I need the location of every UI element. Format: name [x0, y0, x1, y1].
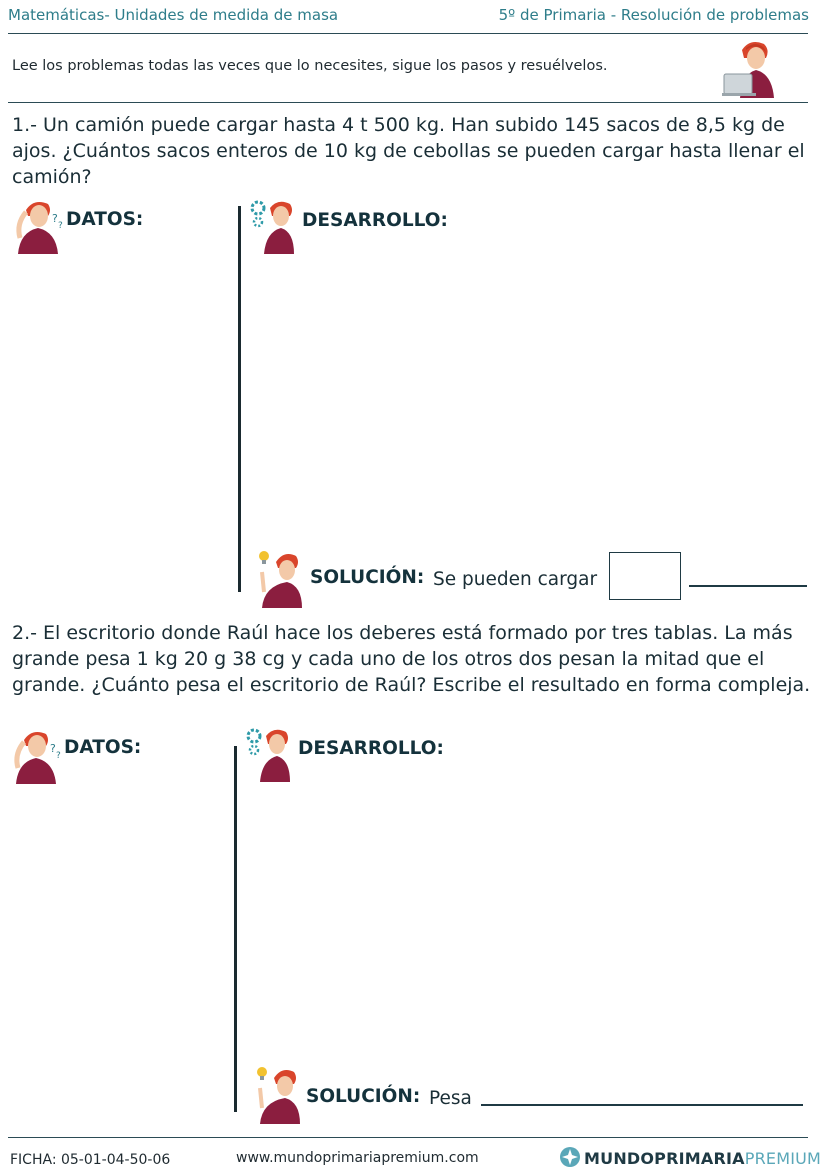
problem-2-solucion-text: Pesa [429, 1088, 472, 1109]
problem-2-divider [234, 746, 237, 1112]
gears-boy-icon [250, 200, 294, 254]
problem-1-datos-label: DATOS: [66, 209, 144, 230]
instructions: Lee los problemas todas las veces que lo… [12, 58, 608, 74]
idea-boy-icon [257, 1067, 300, 1124]
instructions-rule [8, 102, 808, 103]
problem-1-answer-box[interactable] [609, 552, 681, 600]
problem-2-desarrollo-label: DESARROLLO: [298, 738, 444, 759]
boy-laptop-icon [722, 42, 774, 98]
gears-boy-icon [246, 728, 290, 782]
brand-main: MUNDOPRIMARIA [584, 1149, 745, 1168]
problem-1-divider [238, 206, 241, 592]
svg-text:?: ? [56, 751, 61, 761]
thinking-boy-icon: ? ? [16, 202, 63, 254]
footer-ficha: FICHA: 05-01-04-50-06 [10, 1152, 171, 1168]
idea-boy-icon [259, 551, 302, 608]
thinking-boy-icon: ? ? [14, 732, 61, 784]
problem-1-solucion-text: Se pueden cargar [433, 569, 598, 590]
footer-website: www.mundoprimariapremium.com [236, 1150, 479, 1166]
svg-text:?: ? [50, 742, 56, 755]
brand-logo-icon [560, 1147, 580, 1167]
problem-1-solucion-label: SOLUCIÓN: [310, 567, 425, 588]
footer-rule [8, 1137, 808, 1138]
brand-name: MUNDOPRIMARIAPREMIUM [584, 1149, 821, 1168]
problem-2-answer-line[interactable] [481, 1104, 803, 1106]
brand-accent: PREMIUM [744, 1149, 822, 1168]
header-rule [8, 33, 808, 34]
svg-text:?: ? [58, 221, 63, 231]
problem-1-desarrollo-label: DESARROLLO: [302, 210, 448, 231]
header-grade: 5º de Primaria - Resolución de problemas [498, 6, 809, 24]
header-subject: Matemáticas- Unidades de medida de masa [8, 6, 339, 24]
svg-text:?: ? [52, 212, 58, 225]
problem-2-text: 2.- El escritorio donde Raúl hace los de… [12, 622, 811, 696]
problem-2-solucion-label: SOLUCIÓN: [306, 1086, 421, 1107]
problem-2-datos-label: DATOS: [64, 737, 142, 758]
problem-1-answer-line[interactable] [689, 585, 807, 587]
problem-1-text: 1.- Un camión puede cargar hasta 4 t 500… [12, 114, 805, 188]
